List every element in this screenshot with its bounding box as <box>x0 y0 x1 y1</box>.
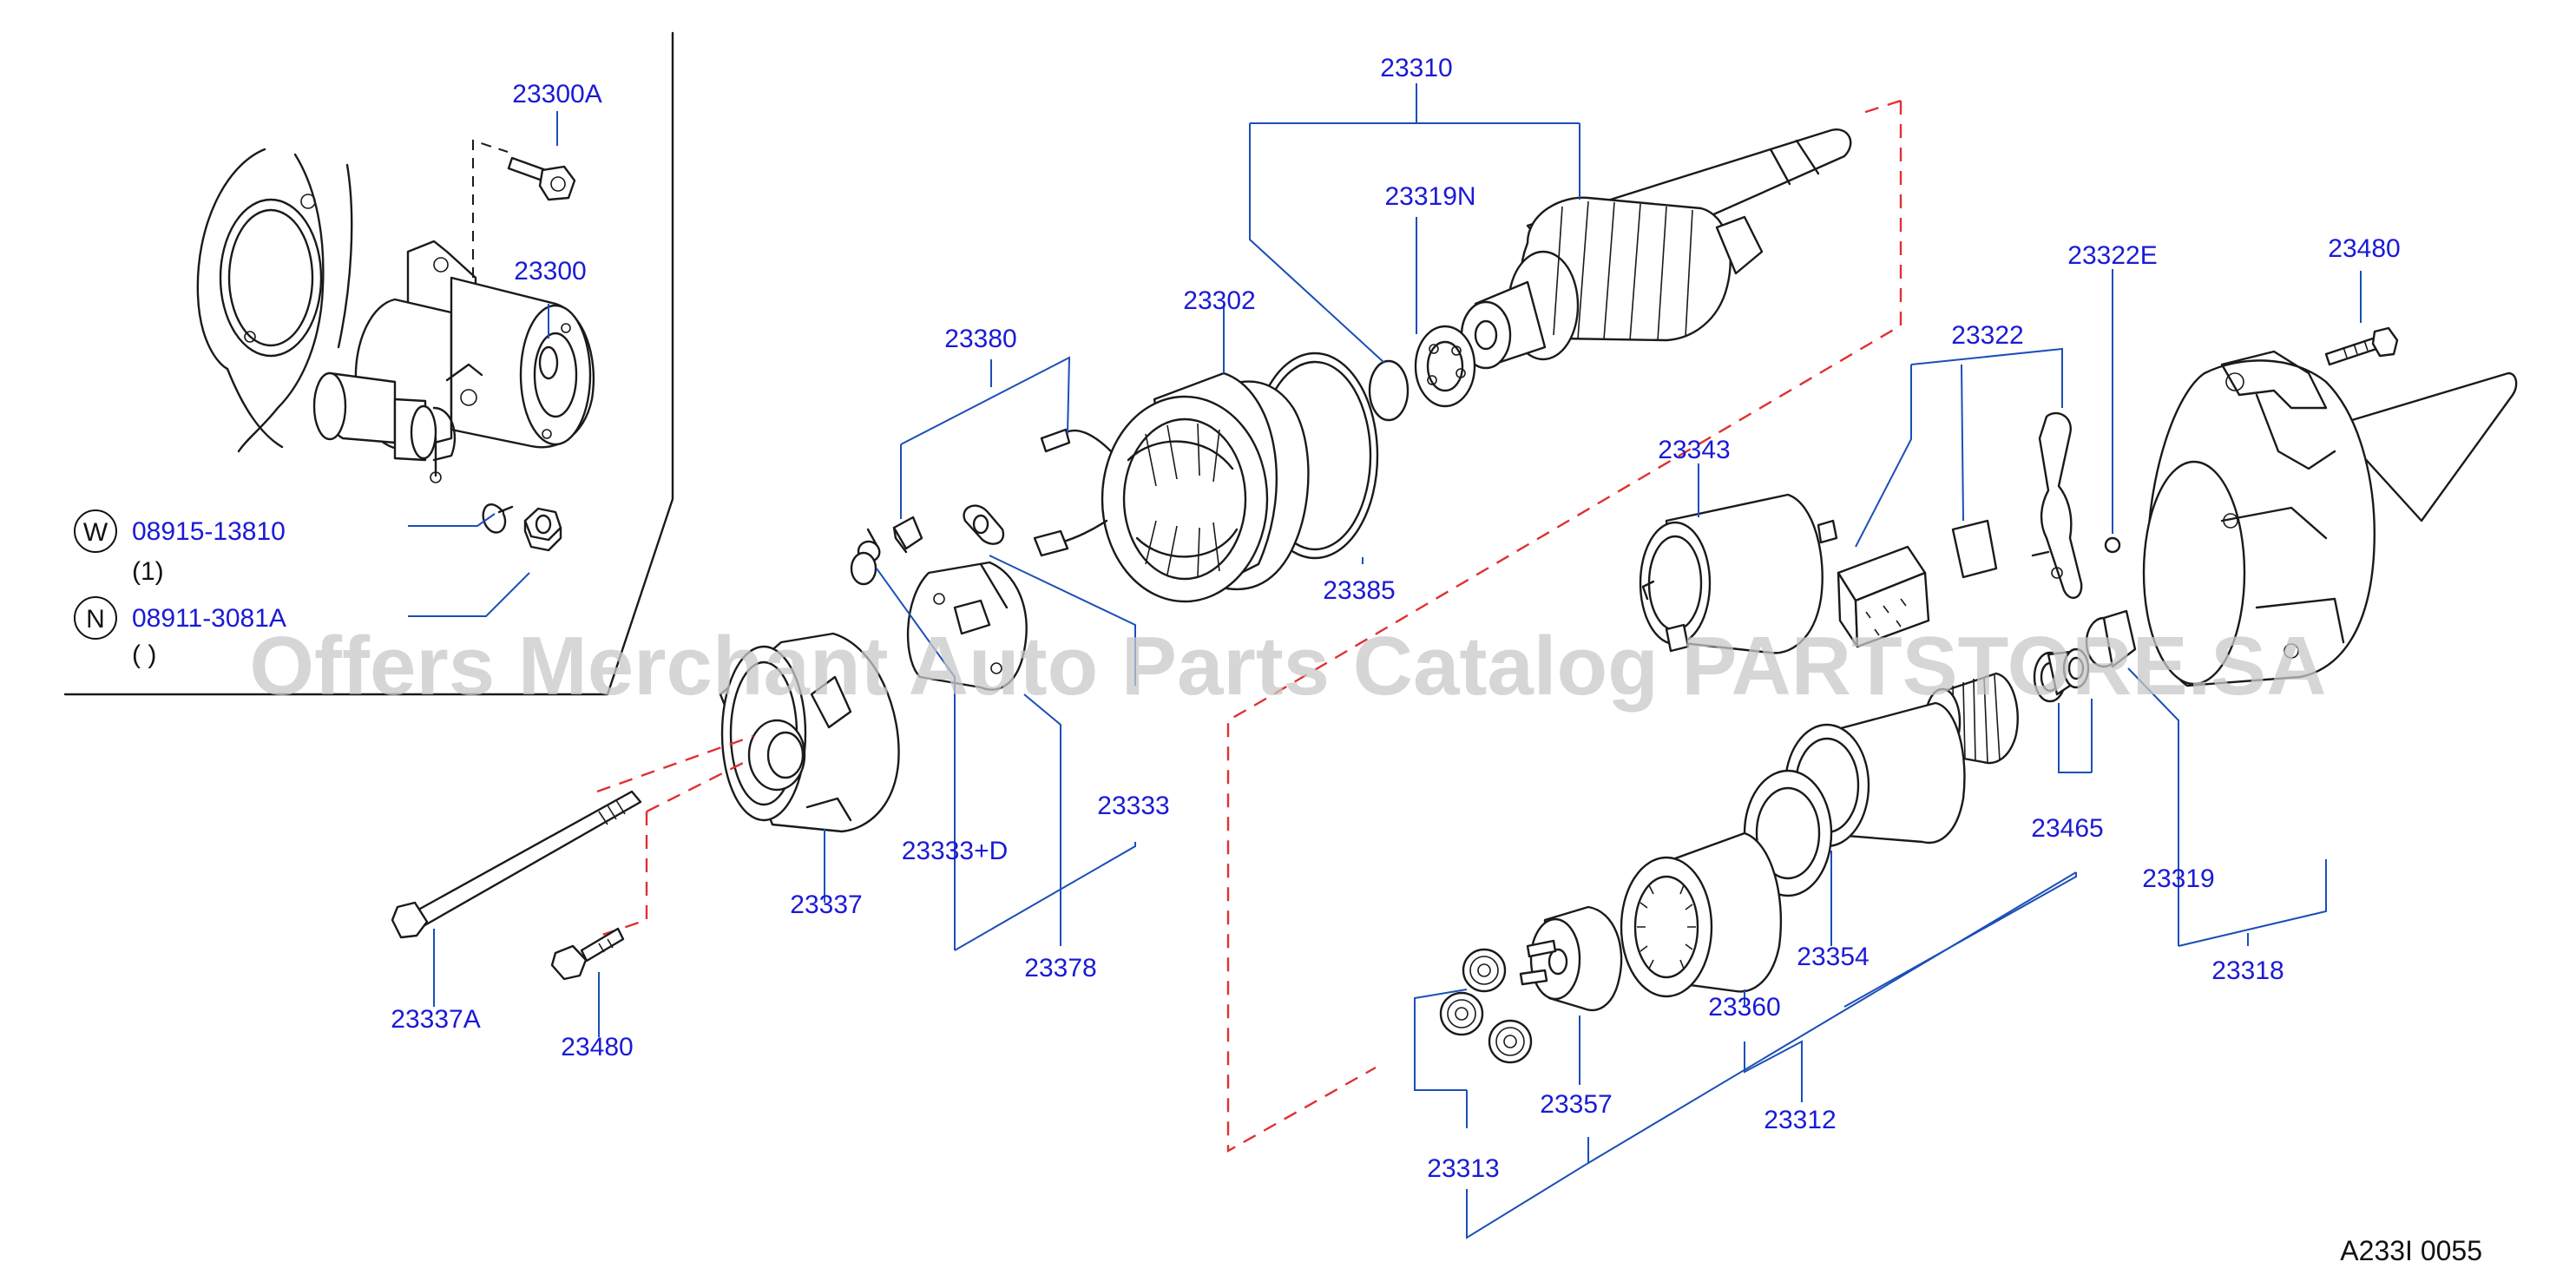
planet-gear-3 <box>1488 1019 1533 1064</box>
label-23480-bottom[interactable]: 23480 <box>561 1033 633 1061</box>
label-23300[interactable]: 23300 <box>514 257 586 286</box>
label-23300A[interactable]: 23300A <box>512 80 601 108</box>
label-23480-top[interactable]: 23480 <box>2328 234 2400 263</box>
label-08911-qty: ( ) <box>132 641 156 669</box>
planet-gear-2 <box>1439 991 1484 1036</box>
label-23465[interactable]: 23465 <box>2031 814 2103 843</box>
washer-marker: W <box>74 509 117 553</box>
label-23333-D[interactable]: 23333+D <box>902 837 1009 865</box>
label-23322[interactable]: 23322 <box>1951 321 2023 350</box>
magnetic-switch <box>1639 463 1838 654</box>
label-23337A[interactable]: 23337A <box>391 1005 480 1034</box>
label-23360[interactable]: 23360 <box>1708 993 1780 1022</box>
washer-marker-letter: W <box>83 518 108 547</box>
drive-housing <box>2085 271 2518 947</box>
planetary-gears <box>1414 871 2077 1239</box>
label-23343[interactable]: 23343 <box>1658 436 1730 464</box>
label-23312[interactable]: 23312 <box>1764 1106 1836 1134</box>
brush-holder-parts <box>850 356 1136 951</box>
label-23337[interactable]: 23337 <box>790 890 862 919</box>
label-08911-3081A[interactable]: 08911-3081A <box>132 604 286 633</box>
label-23322E[interactable]: 23322E <box>2067 241 2157 270</box>
label-08915-qty: (1) <box>132 557 164 586</box>
label-23319[interactable]: 23319 <box>2142 864 2214 893</box>
watermark-text: Offers Merchant Auto Parts Catalog PARTS… <box>249 620 2326 713</box>
label-23319N[interactable]: 23319N <box>1384 182 1475 211</box>
nut-marker-letter: N <box>86 605 105 634</box>
shift-lever-set <box>1837 269 2121 648</box>
inset-panel <box>63 31 674 696</box>
through-bolt <box>391 790 642 1007</box>
label-23385[interactable]: 23385 <box>1323 576 1395 605</box>
label-23302[interactable]: 23302 <box>1183 286 1255 315</box>
label-23333[interactable]: 23333 <box>1097 792 1169 820</box>
diagram-code: A233I 0055 <box>2340 1235 2482 1266</box>
commutator-end-frame <box>594 632 900 939</box>
nut-marker: N <box>74 596 117 640</box>
screw-bottom <box>550 927 625 1037</box>
label-23310[interactable]: 23310 <box>1380 54 1452 82</box>
label-23380[interactable]: 23380 <box>944 325 1016 353</box>
label-23354[interactable]: 23354 <box>1797 943 1869 971</box>
label-23378[interactable]: 23378 <box>1024 954 1096 982</box>
label-23318[interactable]: 23318 <box>2211 956 2284 985</box>
label-08915-13810[interactable]: 08915-13810 <box>132 517 286 546</box>
armature-assembly <box>1249 83 1852 422</box>
label-23313[interactable]: 23313 <box>1427 1154 1499 1183</box>
label-23357[interactable]: 23357 <box>1540 1090 1612 1119</box>
overrunning-clutch <box>1620 647 2093 1102</box>
yoke-field-coil <box>1033 306 1379 603</box>
planet-gear-1 <box>1462 948 1507 993</box>
